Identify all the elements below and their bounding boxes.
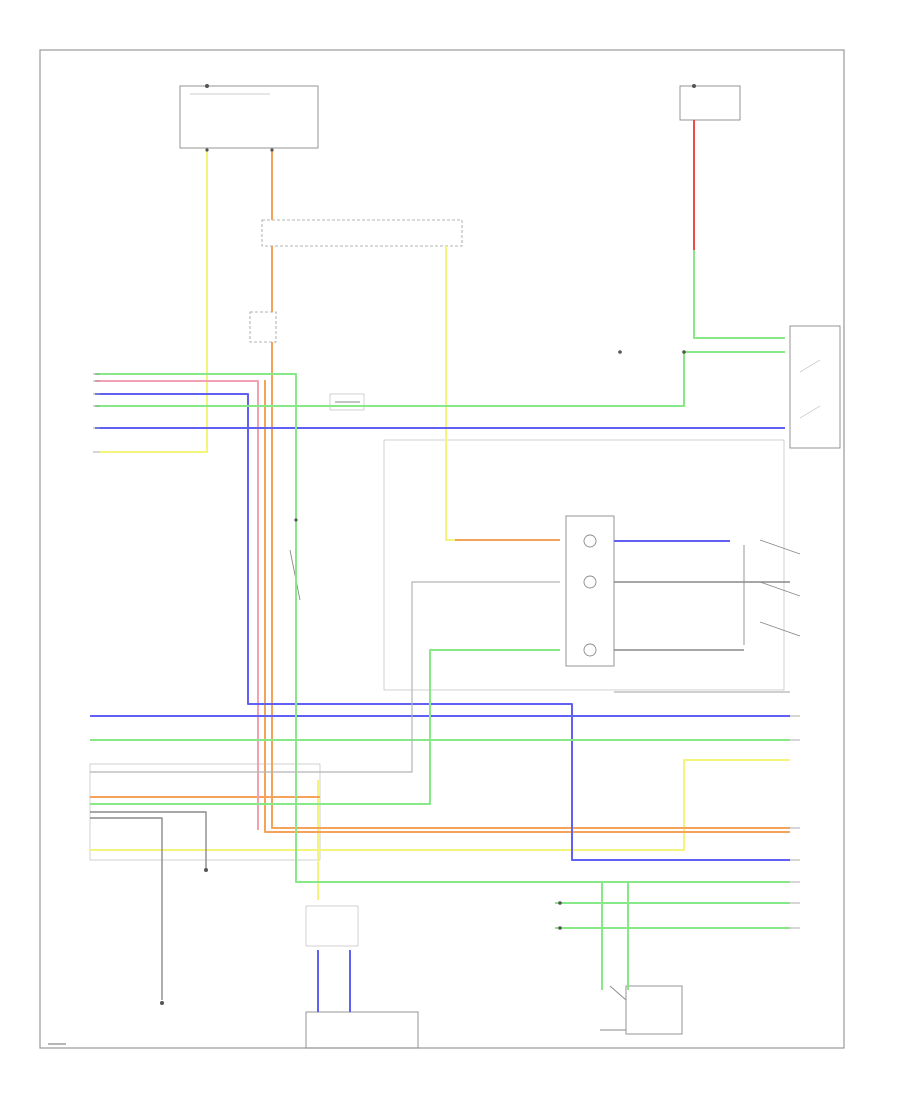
wire-black-2	[90, 817, 163, 1000]
module-bottom-center	[305, 1011, 419, 1049]
components	[89, 85, 841, 1049]
wire-black-3	[90, 811, 207, 870]
diagram-frame	[39, 49, 845, 1049]
wire-yellow-2	[445, 246, 455, 541]
pin-stubs	[93, 373, 800, 929]
wire-black-1	[614, 581, 790, 651]
combination-connector	[249, 311, 277, 343]
connector-dots	[160, 84, 696, 1005]
wire-pink	[95, 380, 259, 830]
cluster-module	[565, 515, 615, 667]
fuse-box-left	[179, 85, 319, 149]
wire-green-6	[555, 882, 790, 990]
wire-green-5	[90, 649, 560, 805]
junction-connector	[261, 219, 463, 247]
switch-assembly-right	[789, 325, 841, 449]
fuse-box-right	[679, 85, 741, 121]
wire-blue-2	[95, 393, 790, 861]
wire-orange-main	[271, 150, 790, 829]
wire-gray-1	[90, 581, 560, 773]
wire-green-1	[95, 373, 790, 883]
wire-orange-2	[264, 380, 790, 833]
wire-yellow	[100, 150, 208, 453]
center-module-outline	[383, 439, 785, 691]
wire-green-2	[95, 351, 785, 407]
wire-yellow-3	[90, 759, 790, 851]
wires	[90, 120, 790, 1012]
module-bottom-right	[625, 985, 683, 1035]
wire-green-3	[693, 120, 785, 339]
wire-blue-5	[317, 950, 351, 1012]
